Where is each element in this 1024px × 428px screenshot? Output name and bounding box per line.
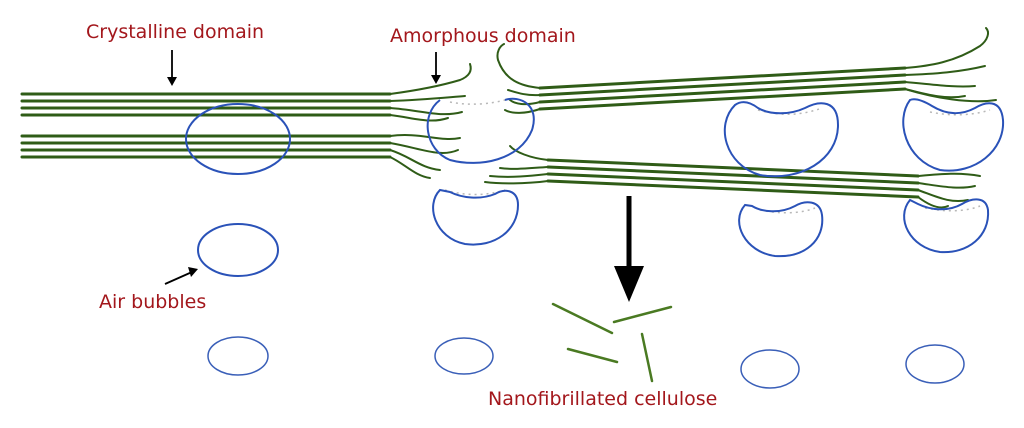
air-bubble-small <box>905 344 965 384</box>
air-bubble <box>902 98 1005 172</box>
crystalline-fiber-bundle-lower-left <box>20 134 392 159</box>
air-bubbles-label: Air bubbles <box>99 291 207 313</box>
crystalline-fiber-bundle-lower-right <box>546 158 920 199</box>
amorphous-pointer-arrow <box>431 52 441 84</box>
air-bubble <box>426 97 535 164</box>
amorphous-fiber-ends-upper-right <box>496 27 997 114</box>
air-bubbles <box>185 97 1005 389</box>
air-bubble-small <box>740 349 800 389</box>
air-bubble <box>723 101 840 178</box>
air-bubble-small <box>434 337 494 375</box>
air-bubble <box>185 103 291 175</box>
air-bubbles-pointer-arrow <box>164 267 198 285</box>
crystalline-pointer-arrow <box>167 50 177 86</box>
air-bubble <box>197 223 279 277</box>
amorphous-domain-label: Amorphous domain <box>390 25 576 47</box>
air-bubble-small <box>207 336 269 376</box>
amorphous-fiber-ends-lower-right <box>484 145 981 209</box>
process-arrow <box>614 196 644 302</box>
air-bubble <box>903 198 990 254</box>
crystalline-fiber-bundle-upper-right <box>538 66 907 111</box>
crystalline-fiber-bundle-upper-left <box>20 92 392 117</box>
air-bubble <box>432 188 520 246</box>
nanofibrillated-cellulose-fragments <box>551 302 673 383</box>
crystalline-domain-label: Crystalline domain <box>86 21 265 43</box>
nanofibrillated-cellulose-label: Nanofibrillated cellulose <box>488 388 718 410</box>
air-bubble <box>738 201 824 258</box>
